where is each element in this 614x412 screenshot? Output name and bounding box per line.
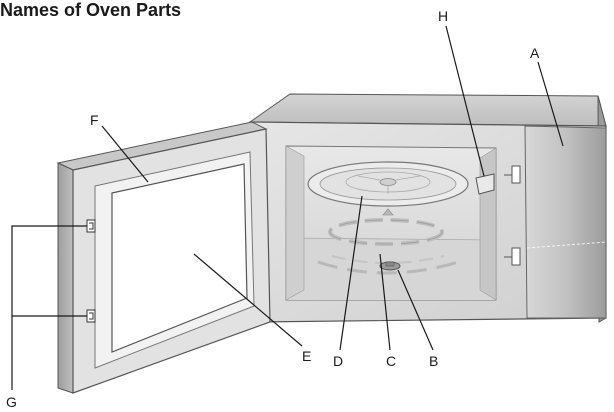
leader-d <box>339 195 363 351</box>
leader-g <box>11 225 87 390</box>
label-f: F <box>90 112 99 128</box>
diagram-title: Names of Oven Parts <box>0 0 182 20</box>
oven-body <box>248 93 607 323</box>
door-latch-slot-lower <box>511 247 521 266</box>
roller-ring <box>328 218 444 246</box>
coupler <box>379 261 401 271</box>
oven-door <box>56 121 271 394</box>
label-b: B <box>429 353 438 369</box>
door-hook-upper <box>86 219 96 233</box>
door-latch-slot-upper <box>511 165 521 184</box>
part-labels: A H F E D C B G <box>6 8 540 410</box>
label-a: A <box>530 45 540 61</box>
label-g: G <box>6 394 17 410</box>
label-c: C <box>386 353 396 369</box>
control-panel <box>524 125 607 319</box>
waveguide-cover <box>475 173 495 195</box>
door-side-edge <box>57 162 74 394</box>
glass-tray <box>307 161 469 207</box>
leader-h <box>445 25 485 177</box>
leader-a <box>537 61 564 147</box>
label-e: E <box>302 348 311 364</box>
label-d: D <box>333 353 343 369</box>
door-hook-lower <box>86 309 96 323</box>
leader-e <box>193 253 303 347</box>
door-screen <box>111 163 248 353</box>
label-h: H <box>438 8 448 24</box>
leader-f <box>101 125 149 183</box>
leader-c <box>379 253 391 351</box>
leader-lines <box>11 25 564 390</box>
leader-b <box>397 269 434 351</box>
